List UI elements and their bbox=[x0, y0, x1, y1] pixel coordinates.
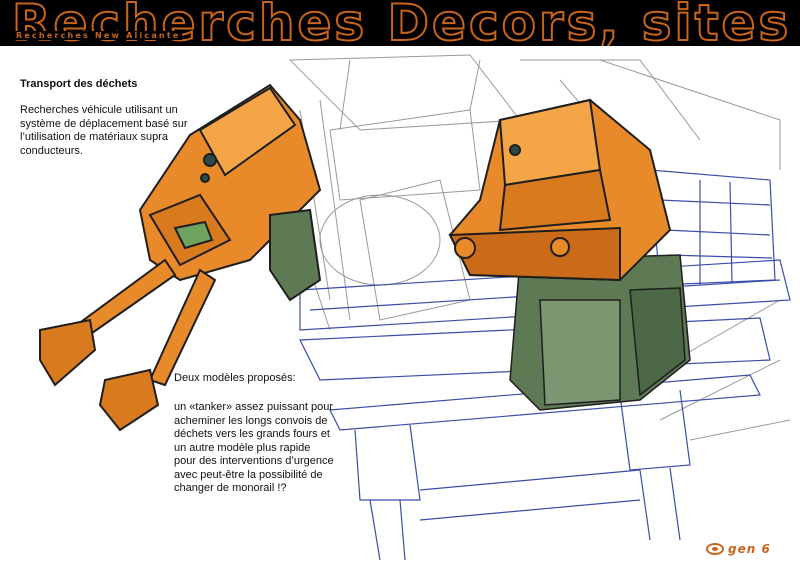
models-heading: Deux modèles proposés: bbox=[174, 372, 296, 384]
logo-text: gen 6 bbox=[728, 542, 771, 556]
publisher-logo: gen 6 bbox=[706, 542, 771, 556]
logo-mark-icon bbox=[706, 543, 724, 555]
tanker-body bbox=[448, 98, 672, 282]
models-description: un «tanker» assez puissant pour achemine… bbox=[174, 401, 334, 494]
tanker-undercarriage bbox=[509, 254, 691, 411]
intro-paragraph: Recherches véhicule utilisant un système… bbox=[20, 104, 188, 157]
page-subtitle: Recherches New Alicante bbox=[14, 31, 183, 40]
section-title: Transport des déchets bbox=[20, 78, 138, 90]
small-vehicle bbox=[39, 83, 322, 432]
concept-sketch bbox=[39, 54, 791, 561]
header-banner: Recherches Decors, sites Recherches New … bbox=[0, 0, 800, 46]
